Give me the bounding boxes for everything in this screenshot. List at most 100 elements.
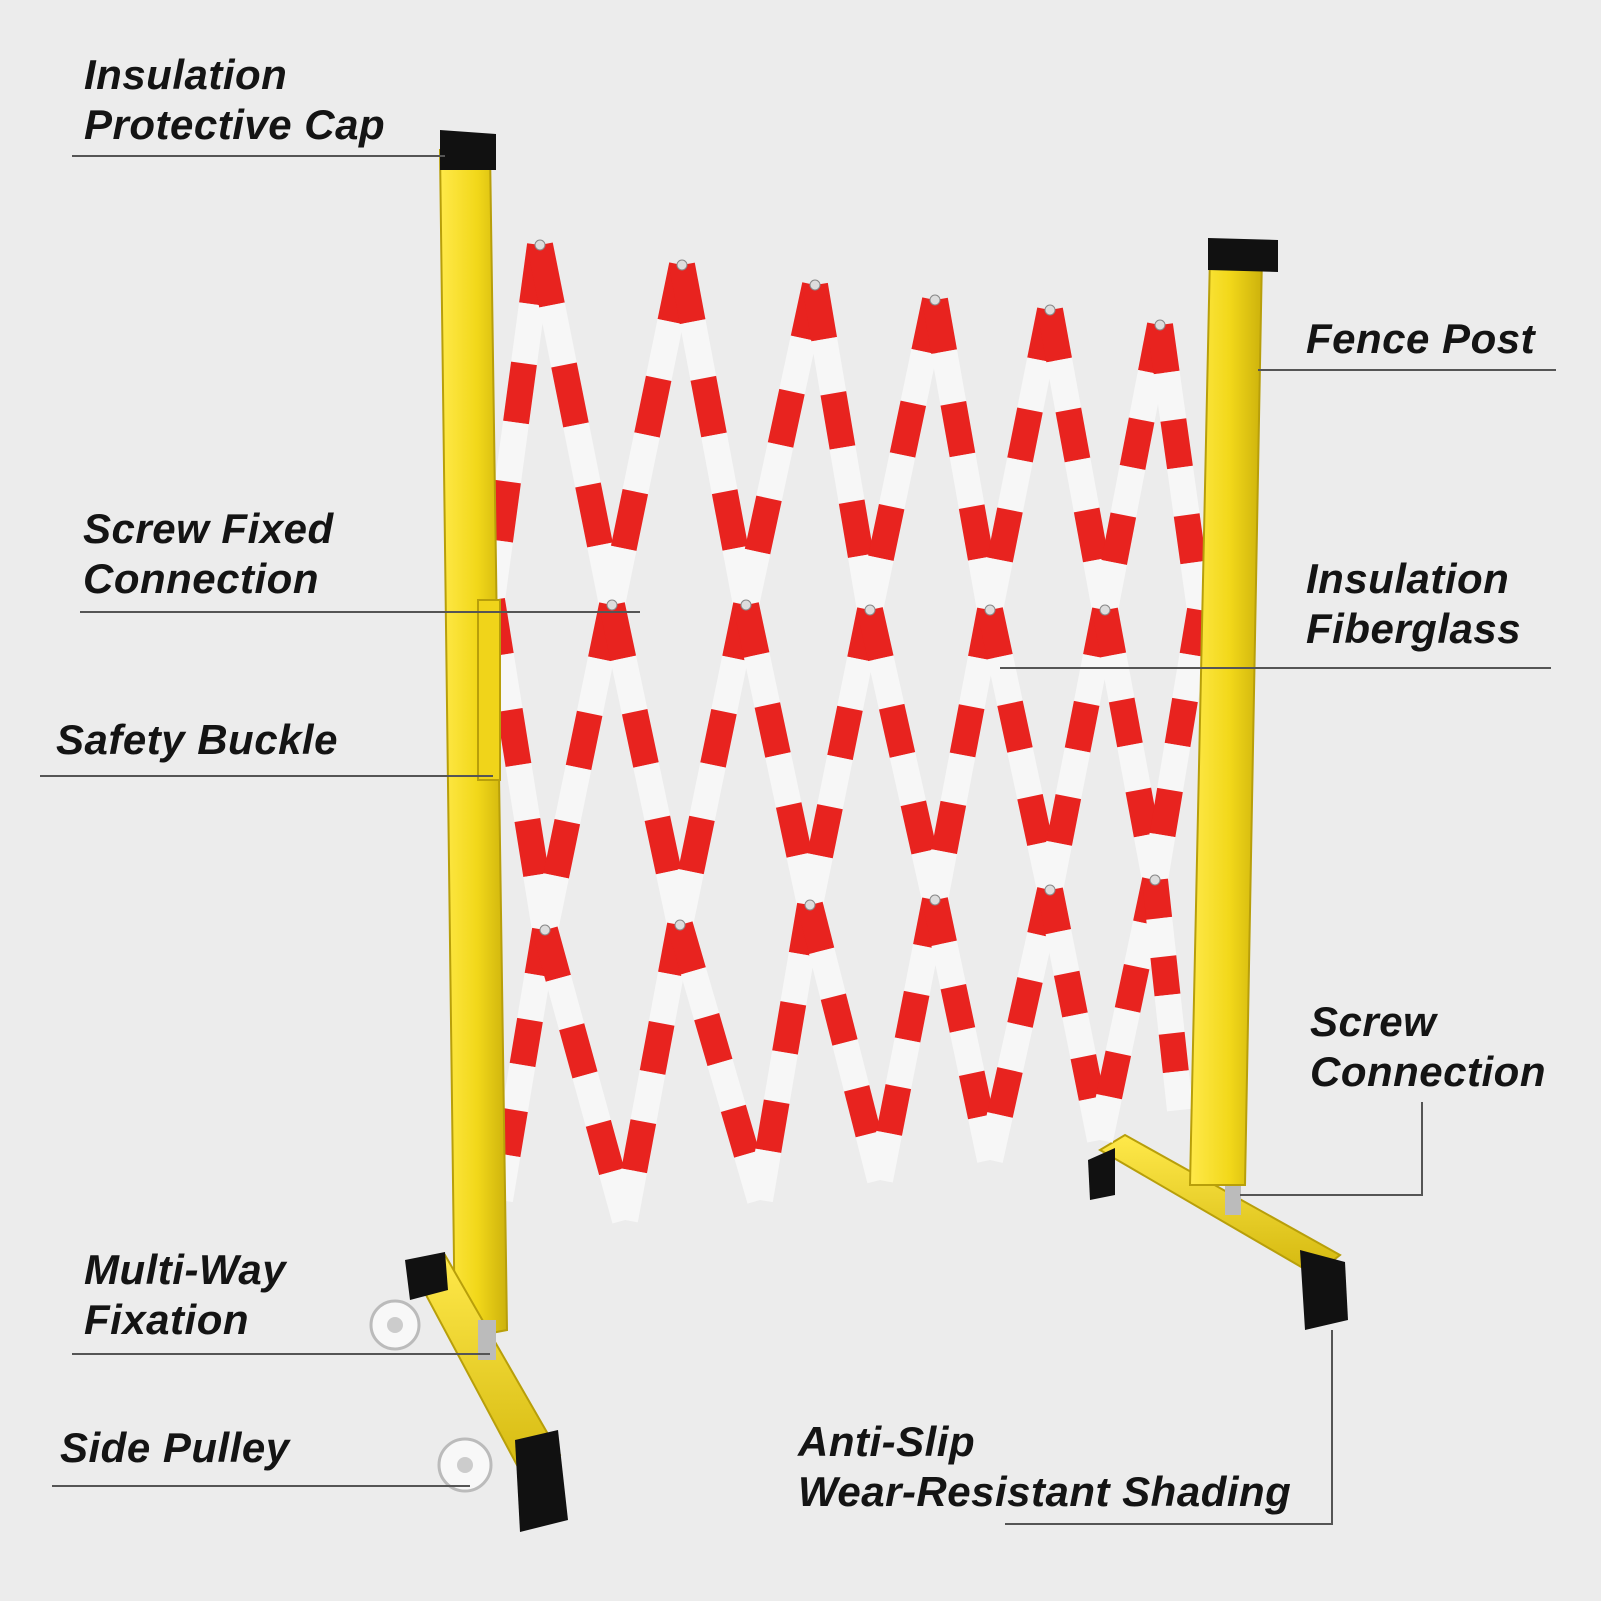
lattice-bar-segment	[765, 752, 802, 808]
label-insulation-fiberglass: Insulation Fiberglass	[1306, 554, 1521, 654]
lattice-bar-segment	[1073, 507, 1109, 563]
lattice-bar-segment	[876, 1084, 912, 1136]
lattice-bar-segment	[1096, 1050, 1132, 1100]
lattice-bar-segment	[987, 653, 1023, 707]
lattice-bar-segment	[1125, 787, 1160, 838]
lattice-bar-segment	[977, 607, 1013, 660]
label-line: Connection	[83, 555, 319, 602]
lattice-bar-segment	[1160, 418, 1193, 470]
lattice-bar-segment	[1017, 793, 1053, 847]
lattice-bar-segment	[754, 702, 791, 758]
lattice-bar-segment	[857, 555, 894, 613]
lattice-bar-segment	[487, 652, 523, 713]
lattice-bar-segment	[797, 901, 835, 955]
lattice-bar-segment	[1055, 407, 1091, 463]
left-foot	[369, 1252, 568, 1532]
label-line: Safety Buckle	[56, 716, 338, 763]
lattice-bar-segment	[1017, 357, 1053, 413]
lattice-bar-segment	[922, 297, 957, 354]
lattice-bar-segment	[958, 504, 994, 561]
lattice-bar-segment	[1153, 370, 1187, 422]
lattice-bar-segment	[894, 990, 930, 1043]
lattice-bar-segment	[1158, 1031, 1189, 1074]
lattice-bar-segment	[763, 1050, 798, 1104]
label-screw-connection: Screw Connection	[1310, 997, 1546, 1097]
lattice-bar-segment	[1053, 970, 1088, 1018]
lattice-bar-segment	[931, 349, 967, 406]
lattice-bar-segment	[678, 815, 715, 875]
lattice-bar-segment	[509, 1017, 543, 1068]
lattice-bar-segment	[667, 869, 704, 928]
label-line: Protective Cap	[84, 101, 386, 148]
lattice-bar-segment	[949, 704, 985, 758]
lattice-bar-segment	[868, 503, 905, 562]
lattice-bar-segment	[829, 445, 865, 504]
lattice-bar-segment	[997, 700, 1033, 753]
lattice-bar-segment	[599, 602, 637, 662]
label-line: Anti-Slip	[798, 1418, 976, 1465]
lattice-bar-segment	[639, 1020, 675, 1075]
lattice-bar-segment	[931, 800, 967, 855]
lattice-bar-segment	[511, 302, 545, 366]
lattice-bar-segment	[559, 1023, 598, 1079]
pivot-screw	[534, 239, 546, 251]
right-foot	[1088, 1133, 1348, 1330]
left-anti-slip-cap	[515, 1430, 568, 1532]
lattice-bar-segment	[1092, 607, 1127, 658]
lattice-bar-segment	[838, 499, 874, 559]
lattice-bar-segment	[878, 703, 916, 758]
pivot-screw	[539, 924, 551, 936]
lattice-bar-segment	[797, 853, 833, 908]
pivot-screw	[740, 599, 752, 611]
lattice-bar-segment	[1105, 1007, 1141, 1057]
lattice-bar-segment	[701, 432, 738, 495]
pivot-screw	[864, 604, 876, 616]
lattice-bar-segment	[495, 420, 529, 484]
lattice-bar-segment	[1037, 840, 1072, 893]
lattice-bar-segment	[878, 452, 916, 510]
leader-screw-connection	[1240, 1102, 1423, 1196]
lattice-bar-segment	[755, 1099, 790, 1154]
lattice-bar-segment	[532, 873, 569, 933]
lattice-bar-segment	[679, 319, 717, 381]
lattice-bar-segment	[780, 951, 815, 1006]
lattice-bar-segment	[496, 707, 532, 768]
lattice-bar-segment	[612, 1168, 647, 1223]
lattice-bar-segment	[711, 489, 749, 551]
lattice-bar-segment	[889, 752, 927, 807]
leader-lines	[40, 155, 1556, 1525]
label-line: Connection	[1310, 1048, 1546, 1095]
pivot-screw	[809, 279, 821, 291]
lattice-bar-segment	[565, 710, 603, 771]
lattice-bar-segment	[487, 479, 521, 543]
right-post-cap	[1208, 238, 1278, 272]
label-line: Wear-Resistant Shading	[798, 1468, 1292, 1515]
lattice-bar-segment	[747, 1148, 782, 1203]
lattice-bar-segment	[949, 452, 985, 509]
lattice-bar-segment	[585, 1119, 625, 1176]
lattice-bar-segment	[494, 1107, 528, 1158]
label-insulation-protective-cap: Insulation Protective Cap	[84, 50, 385, 150]
lattice-bar-segment	[832, 1039, 870, 1092]
lattice-bar-segment	[502, 1062, 536, 1113]
lattice-bar-segment	[1064, 700, 1100, 753]
lattice-bar-segment	[1164, 697, 1198, 748]
lattice-bar-segment	[610, 655, 648, 715]
lattice-bar-segment	[634, 375, 672, 438]
lattice-bar-segment	[648, 971, 684, 1026]
lattice-bar-segment	[1101, 512, 1137, 565]
lattice-bar-segment	[1114, 963, 1150, 1013]
lattice-bar-segment	[1046, 794, 1082, 846]
lattice-bar-segment	[900, 348, 937, 407]
lattice-bar-segment	[977, 557, 1013, 613]
lattice-bar-segment	[1123, 920, 1159, 970]
lattice-bar-segment	[958, 655, 994, 710]
lattice-bar-segment	[1142, 832, 1176, 883]
lattice-bar-segment	[1128, 370, 1164, 423]
scissor-lattice	[479, 239, 1213, 1224]
label-line: Screw	[1310, 998, 1437, 1045]
lattice-bar-segment	[1117, 742, 1152, 793]
lattice-bar-segment	[514, 817, 550, 878]
lattice-bar-segment	[543, 819, 581, 879]
lattice-bar-segment	[867, 1130, 902, 1183]
